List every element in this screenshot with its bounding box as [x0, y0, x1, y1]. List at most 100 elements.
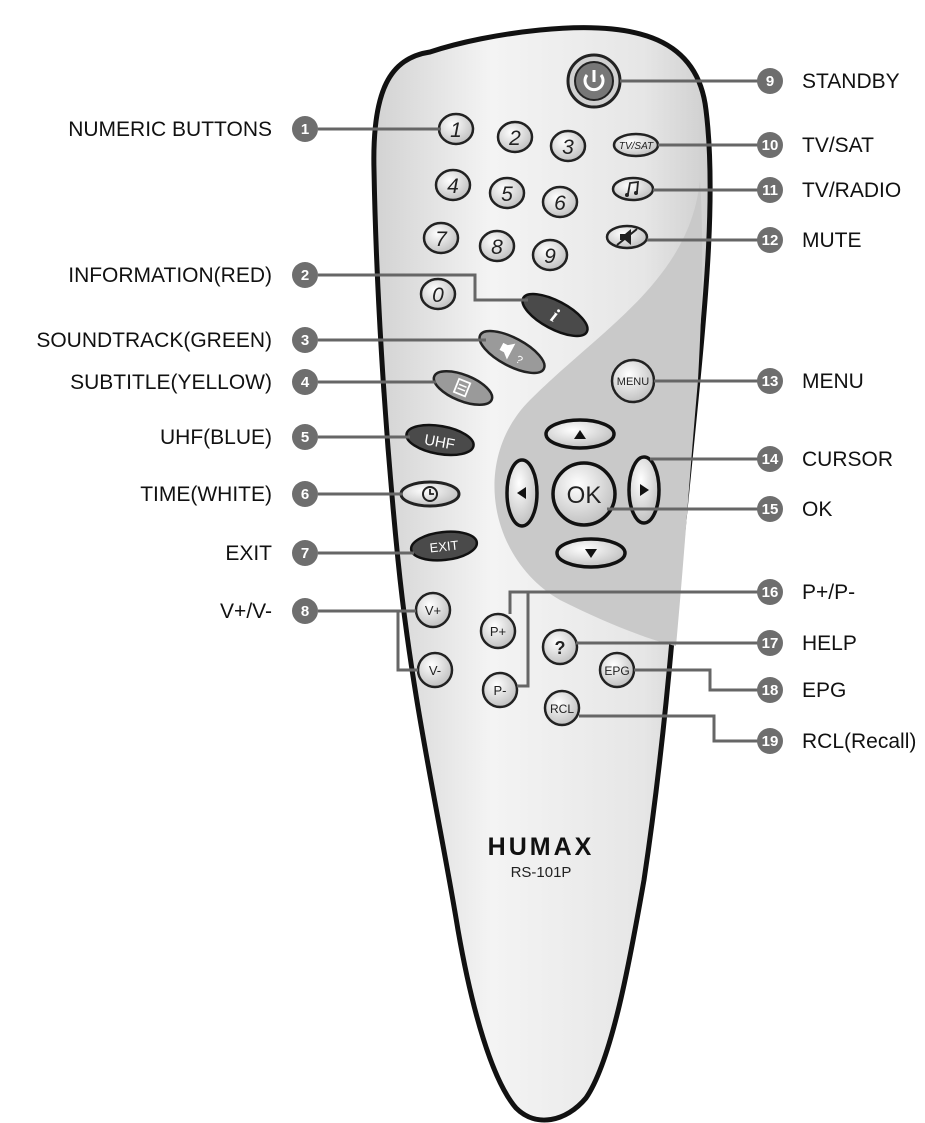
uhf-button[interactable]: UHF — [404, 420, 476, 459]
svg-text:0: 0 — [432, 284, 444, 307]
digit-7-button[interactable]: 7 — [422, 221, 460, 255]
svg-text:16: 16 — [762, 584, 779, 601]
digit-6-button[interactable]: 6 — [541, 185, 579, 219]
digit-9-button[interactable]: 9 — [531, 238, 569, 272]
svg-text:6: 6 — [554, 192, 566, 215]
callout-12: 12 — [757, 227, 783, 253]
time-button[interactable] — [399, 480, 461, 508]
svg-text:V+: V+ — [425, 603, 441, 618]
svg-text:EXIT: EXIT — [429, 538, 459, 556]
callout-1: 1 — [292, 116, 318, 142]
svg-text:9: 9 — [544, 245, 556, 268]
svg-text:TV/SAT: TV/SAT — [619, 141, 654, 152]
callout-6: 6 — [292, 481, 318, 507]
cursor-right-button[interactable] — [627, 455, 661, 525]
label-tvsat: TV/SAT — [802, 134, 874, 157]
volume-up-button[interactable]: V+ — [414, 591, 452, 629]
music-note-icon — [625, 180, 640, 197]
label-information: INFORMATION(RED) — [68, 264, 272, 287]
svg-text:18: 18 — [762, 682, 779, 699]
digit-8-button[interactable]: 8 — [478, 229, 516, 263]
svg-text:6: 6 — [301, 486, 309, 503]
svg-text:15: 15 — [762, 501, 779, 518]
cursor-left-button[interactable] — [505, 458, 539, 528]
ok-button[interactable]: OK — [551, 461, 617, 527]
arrow-left-icon — [517, 487, 526, 499]
exit-button[interactable]: EXIT — [409, 529, 479, 564]
digit-1-button[interactable]: 1 — [437, 112, 475, 146]
tvradio-button[interactable] — [611, 176, 655, 202]
svg-text:7: 7 — [435, 228, 448, 251]
callout-14: 14 — [757, 446, 783, 472]
svg-text:5: 5 — [501, 183, 513, 206]
callout-5: 5 — [292, 424, 318, 450]
mute-button[interactable] — [605, 224, 649, 250]
callout-17: 17 — [757, 630, 783, 656]
svg-text:4: 4 — [301, 374, 310, 391]
label-cursor: CURSOR — [802, 448, 893, 471]
label-standby: STANDBY — [802, 70, 900, 93]
svg-text:MENU: MENU — [617, 376, 649, 388]
label-tvradio: TV/RADIO — [802, 179, 901, 202]
arrow-down-icon — [585, 549, 597, 558]
svg-text:2: 2 — [508, 127, 521, 150]
label-numeric-buttons: NUMERIC BUTTONS — [68, 118, 272, 141]
label-mute: MUTE — [802, 229, 862, 252]
svg-text:?: ? — [555, 638, 566, 658]
label-recall: RCL(Recall) — [802, 730, 916, 753]
svg-text:10: 10 — [762, 137, 779, 154]
subtitle-button[interactable] — [429, 364, 496, 411]
digit-2-button[interactable]: 2 — [496, 120, 534, 154]
svg-text:19: 19 — [762, 733, 779, 750]
callout-9: 9 — [757, 68, 783, 94]
svg-text:1: 1 — [450, 119, 462, 142]
menu-button[interactable]: MENU — [610, 358, 656, 404]
help-button[interactable]: ? — [541, 628, 579, 666]
tvsat-button[interactable]: TV/SAT — [612, 132, 660, 158]
svg-text:13: 13 — [762, 373, 779, 390]
program-up-button[interactable]: P+ — [479, 612, 517, 650]
svg-text:11: 11 — [762, 182, 778, 199]
svg-text:1: 1 — [301, 121, 309, 138]
label-exit: EXIT — [225, 542, 272, 565]
clock-icon — [422, 486, 438, 502]
digit-3-button[interactable]: 3 — [549, 129, 587, 163]
callout-11: 11 — [757, 177, 783, 203]
digit-0-button[interactable]: 0 — [419, 277, 457, 311]
svg-text:P+: P+ — [490, 624, 506, 639]
svg-text:12: 12 — [762, 232, 779, 249]
epg-button[interactable]: EPG — [598, 651, 636, 689]
rcl-button[interactable]: RCL — [543, 689, 581, 727]
remote-shade-region — [494, 180, 703, 646]
svg-text:EPG: EPG — [604, 664, 629, 678]
callout-4: 4 — [292, 369, 318, 395]
digit-5-button[interactable]: 5 — [488, 176, 526, 210]
cursor-up-button[interactable] — [544, 418, 616, 450]
svg-text:8: 8 — [491, 236, 503, 259]
svg-text:4: 4 — [447, 175, 459, 198]
callout-15: 15 — [757, 496, 783, 522]
callout-19: 19 — [757, 728, 783, 754]
label-subtitle: SUBTITLE(YELLOW) — [70, 371, 272, 394]
subtitle-icon — [452, 377, 472, 398]
volume-down-button[interactable]: V- — [416, 651, 454, 689]
soundtrack-button[interactable]: ? — [474, 323, 551, 382]
standby-button[interactable] — [566, 53, 622, 109]
svg-text:9: 9 — [766, 73, 774, 90]
model-number: RS-101P — [511, 864, 572, 881]
label-soundtrack: SOUNDTRACK(GREEN) — [36, 329, 272, 352]
information-button[interactable]: i — [517, 286, 594, 345]
svg-text:3: 3 — [301, 332, 309, 349]
label-volume: V+/V- — [220, 600, 272, 623]
label-help: HELP — [802, 632, 857, 655]
svg-text:3: 3 — [562, 136, 574, 159]
label-program: P+/P- — [802, 581, 855, 604]
svg-text:8: 8 — [301, 603, 309, 620]
svg-text:7: 7 — [301, 545, 309, 562]
callout-13: 13 — [757, 368, 783, 394]
program-down-button[interactable]: P- — [481, 671, 519, 709]
digit-4-button[interactable]: 4 — [434, 168, 472, 202]
cursor-down-button[interactable] — [555, 537, 627, 569]
label-ok: OK — [802, 498, 832, 521]
svg-text:14: 14 — [762, 451, 779, 468]
